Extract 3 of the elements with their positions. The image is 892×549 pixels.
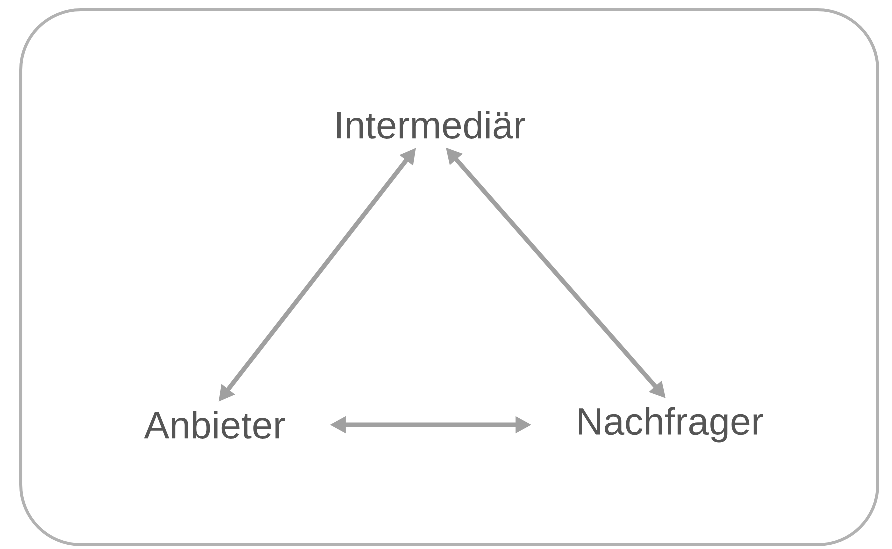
node-label: Nachfrager: [579, 407, 764, 443]
node-label: Intermediär: [337, 111, 526, 139]
node-label: Anbieter: [144, 411, 286, 439]
